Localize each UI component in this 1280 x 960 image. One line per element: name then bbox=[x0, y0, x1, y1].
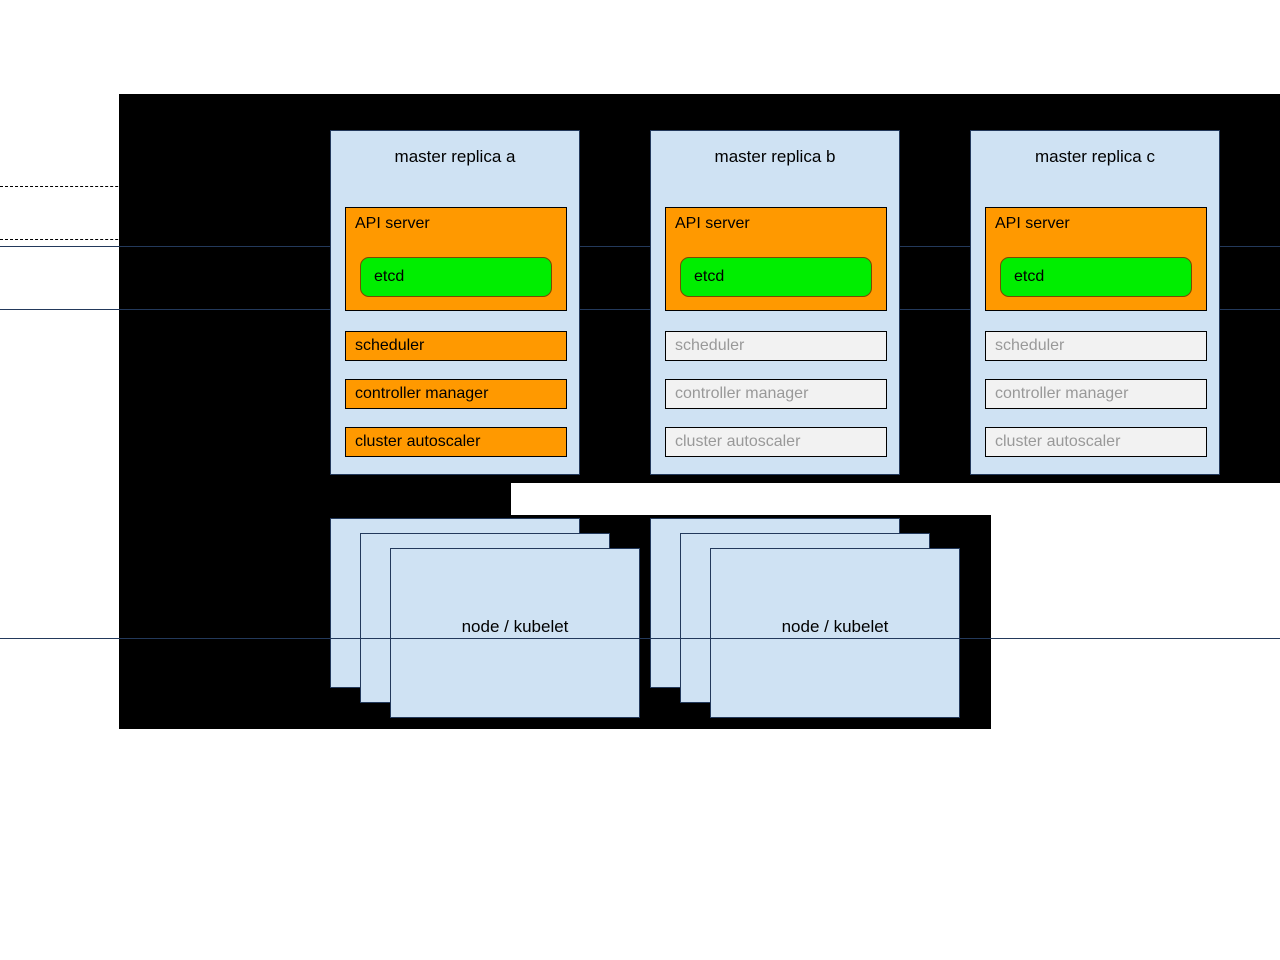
node-stack-2-front[interactable]: node / kubelet bbox=[710, 548, 960, 718]
master-replica-a[interactable]: master replica a API server etcd schedul… bbox=[330, 130, 580, 475]
node-stack-2-label: node / kubelet bbox=[781, 617, 889, 636]
master-replica-c[interactable]: master replica c API server etcd schedul… bbox=[970, 130, 1220, 475]
master-replica-a-cluster-autoscaler[interactable]: cluster autoscaler bbox=[345, 427, 567, 457]
master-replica-b-scheduler[interactable]: scheduler bbox=[665, 331, 887, 361]
master-replica-b[interactable]: master replica b API server etcd schedul… bbox=[650, 130, 900, 475]
master-replica-c-title: master replica c bbox=[1035, 147, 1155, 166]
rule-control-plane-top bbox=[0, 186, 1280, 187]
master-replica-a-title: master replica a bbox=[394, 147, 516, 166]
master-replica-a-controller-manager-label: controller manager bbox=[355, 385, 489, 402]
master-replica-b-title: master replica b bbox=[714, 147, 836, 166]
node-stack-1-label: node / kubelet bbox=[461, 617, 569, 636]
master-replica-a-etcd-label: etcd bbox=[374, 268, 405, 285]
master-replica-a-cluster-autoscaler-label: cluster autoscaler bbox=[355, 433, 481, 450]
master-replica-c-etcd[interactable]: etcd bbox=[1000, 257, 1192, 297]
master-replica-b-etcd[interactable]: etcd bbox=[680, 257, 872, 297]
master-replica-b-scheduler-label: scheduler bbox=[675, 337, 745, 354]
master-replica-c-api-server-label: API server bbox=[995, 215, 1070, 232]
master-replica-c-scheduler[interactable]: scheduler bbox=[985, 331, 1207, 361]
master-replica-c-cluster-autoscaler[interactable]: cluster autoscaler bbox=[985, 427, 1207, 457]
rule-etcd-top bbox=[0, 246, 1280, 247]
master-replica-a-api-server-label: API server bbox=[355, 215, 430, 232]
rule-node-divider bbox=[0, 638, 1280, 639]
master-replica-b-etcd-label: etcd bbox=[694, 268, 725, 285]
master-replica-a-etcd[interactable]: etcd bbox=[360, 257, 552, 297]
master-replica-c-controller-manager-label: controller manager bbox=[995, 385, 1129, 402]
master-replica-c-controller-manager[interactable]: controller manager bbox=[985, 379, 1207, 409]
master-replica-c-scheduler-label: scheduler bbox=[995, 337, 1065, 354]
node-stack-1-front[interactable]: node / kubelet bbox=[390, 548, 640, 718]
master-replica-a-scheduler[interactable]: scheduler bbox=[345, 331, 567, 361]
master-replica-c-cluster-autoscaler-label: cluster autoscaler bbox=[995, 433, 1121, 450]
rule-apiserver-bottom bbox=[0, 239, 1280, 240]
master-replica-c-etcd-label: etcd bbox=[1014, 268, 1045, 285]
master-replica-b-cluster-autoscaler[interactable]: cluster autoscaler bbox=[665, 427, 887, 457]
master-replica-a-controller-manager[interactable]: controller manager bbox=[345, 379, 567, 409]
master-replica-b-controller-manager[interactable]: controller manager bbox=[665, 379, 887, 409]
master-replica-b-controller-manager-label: controller manager bbox=[675, 385, 809, 402]
master-replica-b-cluster-autoscaler-label: cluster autoscaler bbox=[675, 433, 801, 450]
rule-etcd-bottom bbox=[0, 309, 1280, 310]
backdrop-notch-left bbox=[119, 483, 511, 515]
master-replica-a-scheduler-label: scheduler bbox=[355, 337, 425, 354]
master-replica-b-api-server-label: API server bbox=[675, 215, 750, 232]
